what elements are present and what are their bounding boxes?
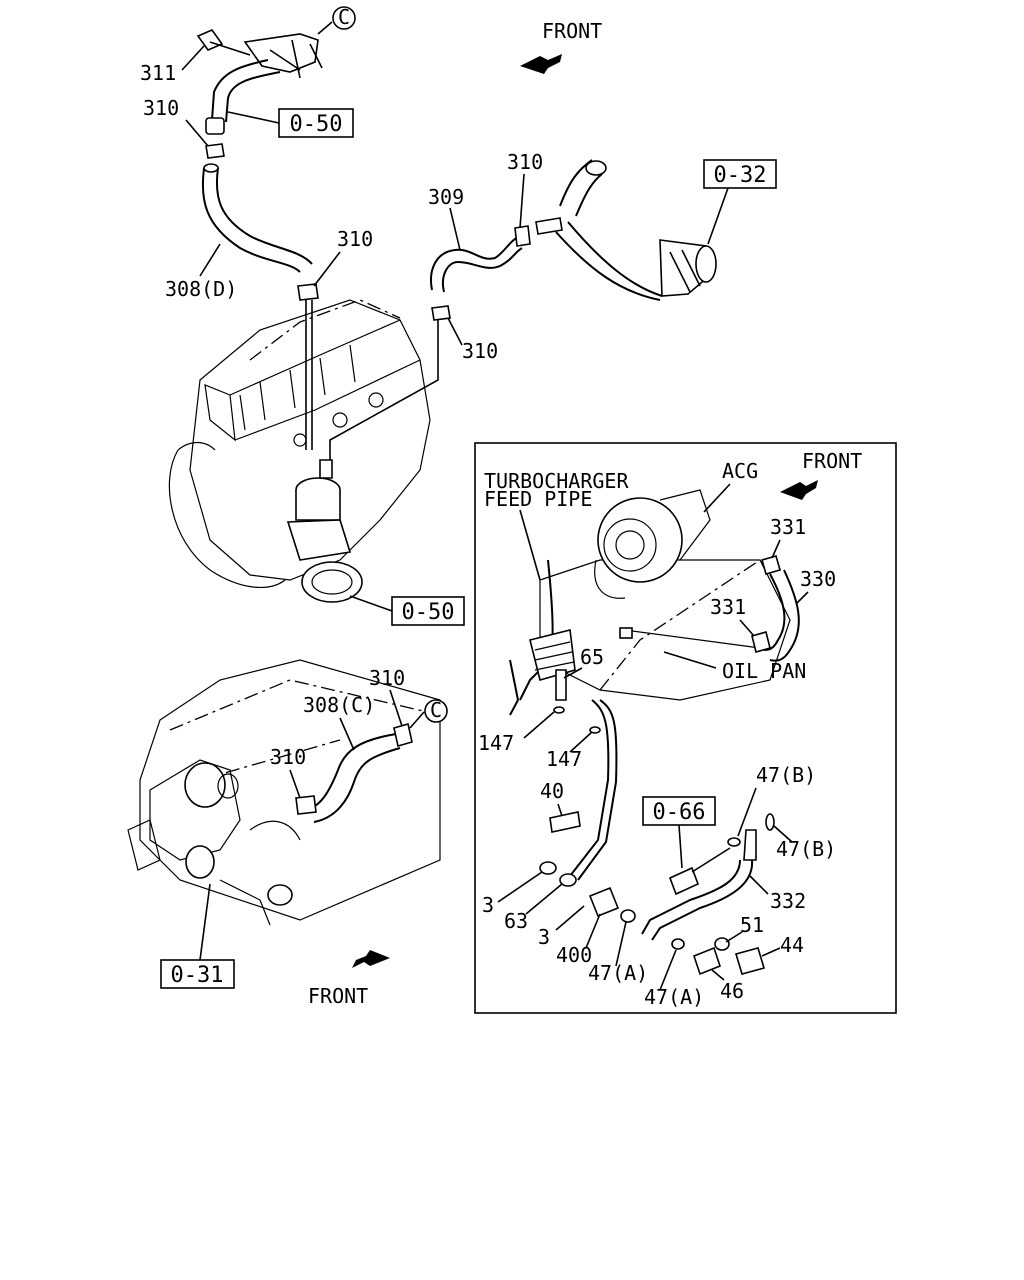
front-label-top: FRONT [542, 19, 602, 43]
ref-box-032: 0-32 [703, 159, 777, 189]
front-arrow-bottom [352, 950, 390, 968]
part-46: 46 [720, 979, 744, 1003]
part-310-b: 310 [337, 227, 373, 251]
circle-c-top: C [332, 5, 356, 30]
part-310-c: 310 [507, 150, 543, 174]
engine-upper [168, 299, 431, 603]
part-330: 330 [800, 567, 836, 591]
part-310-f: 310 [270, 745, 306, 769]
part-47a-b: 47(A) [644, 985, 704, 1009]
part-331-b: 331 [710, 595, 746, 619]
part-44: 44 [780, 933, 804, 957]
part-310-a: 310 [143, 96, 179, 120]
front-arrow-top [520, 54, 562, 74]
ref-066-text: 0-66 [653, 800, 706, 825]
circle-c-lower-label: C [430, 698, 442, 722]
part-147-b: 147 [546, 747, 582, 771]
part-3-a: 3 [482, 893, 494, 917]
part-3-b: 3 [538, 925, 550, 949]
part-308d: 308(D) [165, 277, 237, 301]
pipe-309-assembly [329, 159, 717, 470]
part-40: 40 [540, 779, 564, 803]
part-331-a: 331 [770, 515, 806, 539]
engine-lower [127, 659, 441, 926]
part-63: 63 [504, 909, 528, 933]
part-311: 311 [140, 61, 176, 85]
detail-inset-frame [474, 442, 897, 1014]
oil-pan-label: OIL PAN [722, 659, 806, 683]
feed-pipe-label: FEED PIPE [484, 487, 592, 511]
inset-components [509, 489, 800, 976]
ref-050-mid-text: 0-50 [402, 600, 455, 625]
upper-hose-assembly [196, 29, 323, 450]
circle-c-lower: C [424, 698, 448, 723]
turbocharger-label: TURBOCHARGER [484, 469, 629, 493]
part-47b-b: 47(B) [776, 837, 836, 861]
ref-box-050-mid: 0-50 [391, 596, 465, 626]
acg-label: ACG [722, 459, 758, 483]
part-51: 51 [740, 913, 764, 937]
ref-box-031: 0-31 [160, 959, 235, 989]
circle-c-top-label: C [338, 5, 350, 29]
ref-050-top-text: 0-50 [290, 112, 343, 137]
part-47b-a: 47(B) [756, 763, 816, 787]
front-label-bottom: FRONT [308, 984, 368, 1008]
front-arrow-inset [780, 480, 818, 500]
part-310-e: 310 [369, 666, 405, 690]
part-310-d: 310 [462, 339, 498, 363]
part-309: 309 [428, 185, 464, 209]
ref-032-text: 0-32 [714, 163, 767, 188]
part-147-a: 147 [478, 731, 514, 755]
part-308c: 308(C) [303, 693, 375, 717]
part-332: 332 [770, 889, 806, 913]
ref-box-050-top: 0-50 [278, 108, 354, 138]
part-65: 65 [580, 645, 604, 669]
ref-box-066: 0-66 [642, 796, 716, 826]
front-label-inset: FRONT [802, 449, 862, 473]
part-47a-a: 47(A) [588, 961, 648, 985]
ref-031-text: 0-31 [171, 963, 224, 988]
